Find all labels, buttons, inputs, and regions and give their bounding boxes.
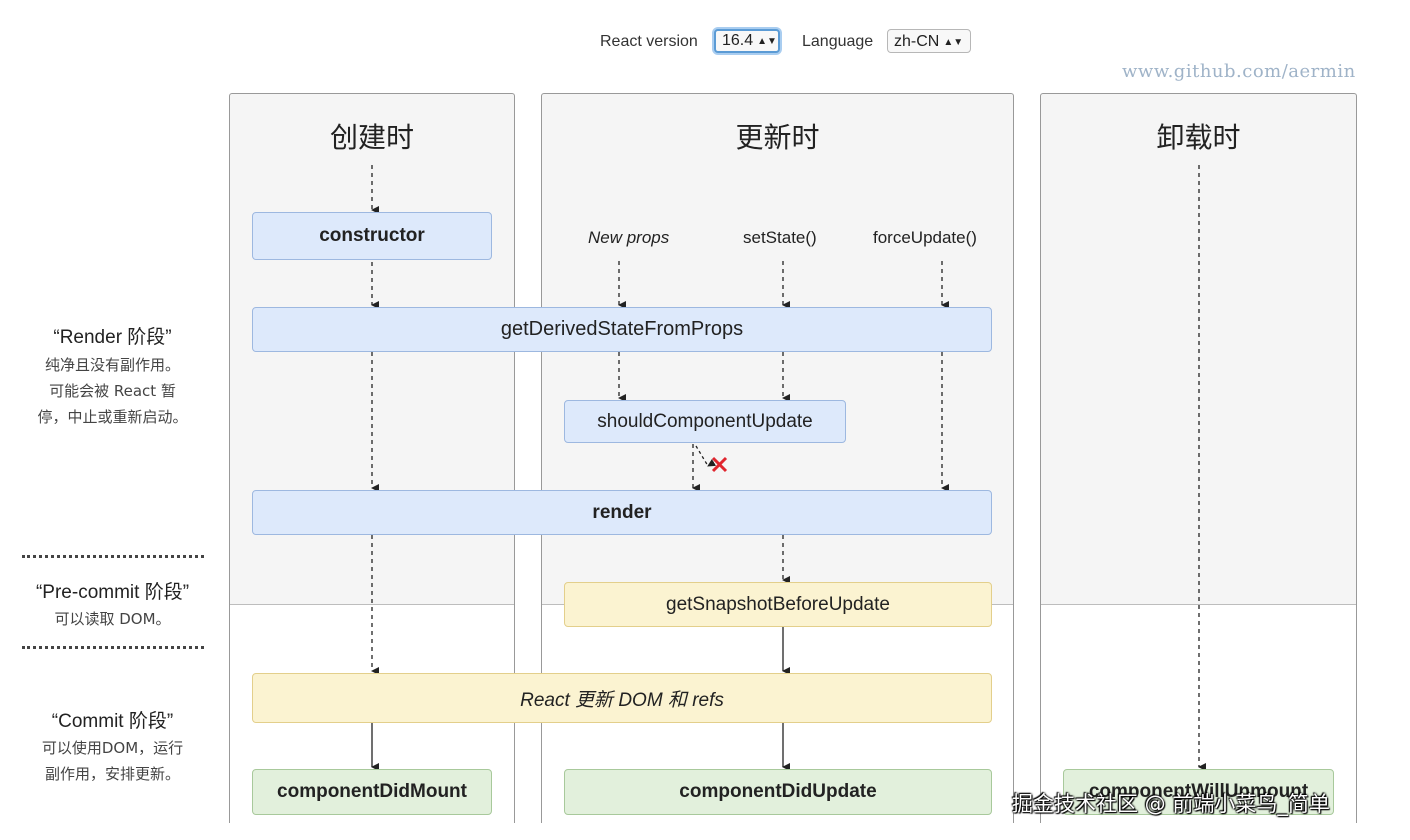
react-version-value: 16.4: [722, 32, 754, 49]
phase-desc-line: 可能会被 React 暂: [49, 382, 176, 400]
column-unmount: 卸载时: [1040, 93, 1357, 823]
get-derived-state-box: getDerivedStateFromProps: [252, 307, 992, 352]
column-title-mount: 创建时: [329, 121, 414, 154]
trigger-new-props: New props: [588, 228, 670, 247]
language-label: Language: [802, 33, 874, 50]
language-value: zh-CN: [894, 33, 940, 50]
phase-desc-line: 纯净且没有副作用。: [44, 356, 180, 374]
phase-desc-line: 可以使用DOM，运行: [41, 739, 184, 757]
column-divider: [1041, 604, 1356, 605]
phase-title-commit: “Commit 阶段”: [51, 711, 174, 732]
phase-desc-render: 纯净且没有副作用。 可能会被 React 暂 停，中止或重新启动。: [0, 352, 225, 430]
react-version-label: React version: [600, 33, 698, 50]
should-component-update-box: shouldComponentUpdate: [564, 400, 846, 443]
trigger-force-update: forceUpdate(): [873, 228, 977, 247]
language-select[interactable]: zh-CN▲▼: [887, 29, 971, 53]
column-title-unmount: 卸载时: [1156, 121, 1241, 154]
phase-separator: [22, 646, 204, 649]
phase-desc-line: 副作用，安排更新。: [44, 765, 180, 783]
get-snapshot-box: getSnapshotBeforeUpdate: [564, 582, 992, 627]
phase-desc-line: 停，中止或重新启动。: [37, 408, 188, 426]
trigger-set-state: setState(): [743, 228, 817, 247]
component-did-update-box: componentDidUpdate: [564, 769, 992, 815]
phase-title-precommit: “Pre-commit 阶段”: [35, 582, 190, 603]
react-updates-dom-box: React 更新 DOM 和 refs: [252, 673, 992, 723]
phase-desc-commit: 可以使用DOM，运行 副作用，安排更新。: [0, 735, 225, 787]
select-arrows-icon: ▲▼: [943, 37, 964, 48]
watermark-juejin: 掘金技术社区 @ 前端小菜鸟_简单: [1012, 792, 1330, 816]
watermark-github: www.github.com/aermin: [1122, 61, 1356, 82]
phase-title-render: “Render 阶段”: [53, 327, 172, 348]
phase-desc-line: 可以读取 DOM。: [54, 610, 171, 628]
select-arrows-icon: ▲▼: [757, 36, 777, 47]
render-box: render: [252, 490, 992, 535]
column-divider: [230, 604, 514, 605]
constructor-box: constructor: [252, 212, 492, 260]
component-will-unmount-box: componentWillUnmount: [1063, 769, 1334, 815]
column-title-update: 更新时: [735, 121, 820, 154]
phase-desc-precommit: 可以读取 DOM。: [0, 606, 225, 632]
phase-separator: [22, 555, 204, 558]
react-version-select[interactable]: 16.4▲▼: [714, 29, 780, 53]
component-did-mount-box: componentDidMount: [252, 769, 492, 815]
